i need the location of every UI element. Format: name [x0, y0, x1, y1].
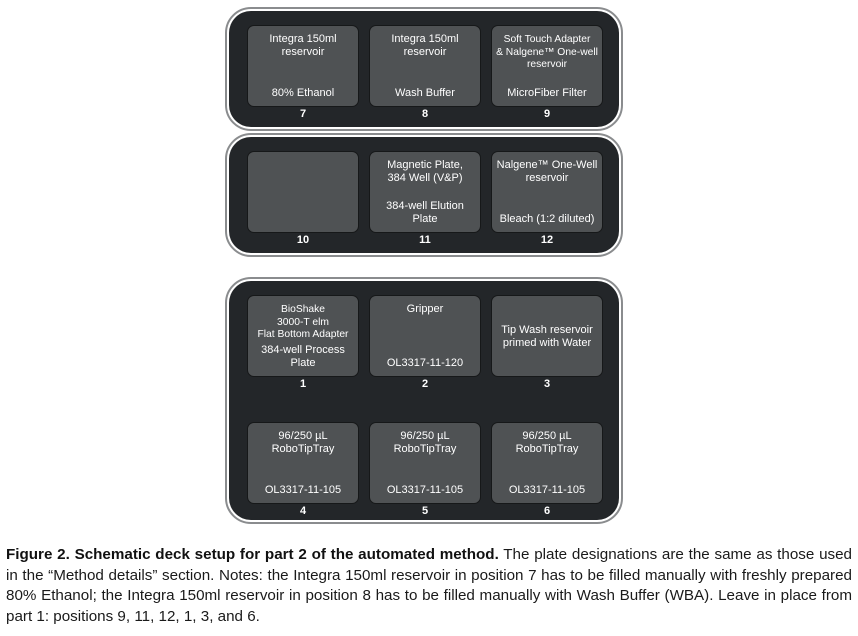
- position-label: 6: [543, 505, 551, 517]
- deck-slot-11: Magnetic Plate, 384 Well (V&P) 384-well …: [369, 151, 481, 247]
- card-top-text: Magnetic Plate, 384 Well (V&P): [387, 159, 463, 184]
- card-top-text: Gripper: [406, 303, 444, 315]
- position-label: 4: [299, 505, 307, 517]
- figure-caption-title: Figure 2. Schematic deck setup for part …: [6, 546, 499, 563]
- card-bottom-text: MicroFiber Filter: [507, 87, 587, 99]
- deck-panel-middle-inner: 10 Magnetic Plate, 384 Well (V&P) 384-we…: [229, 137, 619, 253]
- deck-card: Magnetic Plate, 384 Well (V&P) 384-well …: [369, 151, 481, 233]
- deck-panel-bottom-inner: BioShake 3000-T elm Flat Bottom Adapter …: [229, 281, 619, 520]
- deck-card-empty: [247, 151, 359, 233]
- deck-slot-10: 10: [247, 151, 359, 247]
- card-bottom-text: OL3317-11-105: [508, 484, 586, 496]
- deck-slot-1: BioShake 3000-T elm Flat Bottom Adapter …: [247, 295, 359, 391]
- position-label: 7: [299, 108, 307, 120]
- deck-slot-3: Tip Wash reservoir primed with Water 3: [491, 295, 603, 391]
- deck-card: Integra 150ml reservoir Wash Buffer: [369, 25, 481, 107]
- deck-card: Integra 150ml reservoir 80% Ethanol: [247, 25, 359, 107]
- card-bottom-text: 384-well Process Plate: [261, 344, 345, 369]
- deck-slot-5: 96/250 µL RoboTipTray OL3317-11-105 5: [369, 422, 481, 518]
- card-bottom-text: OL3317-11-105: [386, 484, 464, 496]
- deck-card: 96/250 µL RoboTipTray OL3317-11-105: [369, 422, 481, 504]
- position-label: 12: [540, 234, 554, 246]
- deck-slot-2: Gripper OL3317-11-120 2: [369, 295, 481, 391]
- position-label: 5: [421, 505, 429, 517]
- card-top-text: 96/250 µL RoboTipTray: [271, 430, 335, 455]
- figure-caption: Figure 2. Schematic deck setup for part …: [6, 545, 852, 627]
- deck-panel-middle: 10 Magnetic Plate, 384 Well (V&P) 384-we…: [225, 133, 623, 257]
- figure-caption-body: The plate designations are the same as t…: [6, 546, 853, 625]
- deck-card: BioShake 3000-T elm Flat Bottom Adapter …: [247, 295, 359, 377]
- deck-card: Gripper OL3317-11-120: [369, 295, 481, 377]
- deck-slot-7: Integra 150ml reservoir 80% Ethanol 7: [247, 25, 359, 121]
- card-bottom-text: 80% Ethanol: [271, 87, 335, 99]
- deck-panel-top-inner: Integra 150ml reservoir 80% Ethanol 7 In…: [229, 11, 619, 127]
- deck-card: Soft Touch Adapter & Nalgene™ One-well r…: [491, 25, 603, 107]
- card-top-text: 96/250 µL RoboTipTray: [393, 430, 457, 455]
- deck-slot-9: Soft Touch Adapter & Nalgene™ One-well r…: [491, 25, 603, 121]
- card-top-text: Integra 150ml reservoir: [269, 33, 337, 58]
- card-bottom-text: Bleach (1:2 diluted): [499, 213, 595, 225]
- card-bottom-text: OL3317-11-120: [386, 357, 464, 369]
- card-top-text: BioShake 3000-T elm Flat Bottom Adapter: [257, 304, 349, 340]
- card-top-text: Nalgene™ One-Well reservoir: [496, 159, 598, 184]
- position-label: 3: [543, 378, 551, 390]
- deck-card: 96/250 µL RoboTipTray OL3317-11-105: [247, 422, 359, 504]
- deck-panel-bottom: BioShake 3000-T elm Flat Bottom Adapter …: [225, 277, 623, 524]
- card-bottom-text: OL3317-11-105: [264, 484, 342, 496]
- position-label: 11: [419, 234, 431, 246]
- card-top-text: Integra 150ml reservoir: [391, 33, 459, 58]
- deck-slot-6: 96/250 µL RoboTipTray OL3317-11-105 6: [491, 422, 603, 518]
- position-label: 8: [421, 108, 429, 120]
- card-bottom-text: 384-well Elution Plate: [386, 200, 464, 225]
- deck-slot-8: Integra 150ml reservoir Wash Buffer 8: [369, 25, 481, 121]
- card-bottom-text: Wash Buffer: [395, 87, 455, 99]
- position-label: 1: [299, 378, 307, 390]
- card-top-text: Soft Touch Adapter & Nalgene™ One-well r…: [496, 34, 598, 70]
- card-mid-text: Tip Wash reservoir primed with Water: [501, 324, 593, 349]
- deck-card: 96/250 µL RoboTipTray OL3317-11-105: [491, 422, 603, 504]
- card-top-text: 96/250 µL RoboTipTray: [515, 430, 579, 455]
- deck-card: Nalgene™ One-Well reservoir Bleach (1:2 …: [491, 151, 603, 233]
- deck-slot-12: Nalgene™ One-Well reservoir Bleach (1:2 …: [491, 151, 603, 247]
- deck-card: Tip Wash reservoir primed with Water: [491, 295, 603, 377]
- position-label: 10: [296, 234, 310, 246]
- position-label: 2: [421, 378, 429, 390]
- deck-slot-4: 96/250 µL RoboTipTray OL3317-11-105 4: [247, 422, 359, 518]
- deck-panel-top: Integra 150ml reservoir 80% Ethanol 7 In…: [225, 7, 623, 131]
- position-label: 9: [543, 108, 551, 120]
